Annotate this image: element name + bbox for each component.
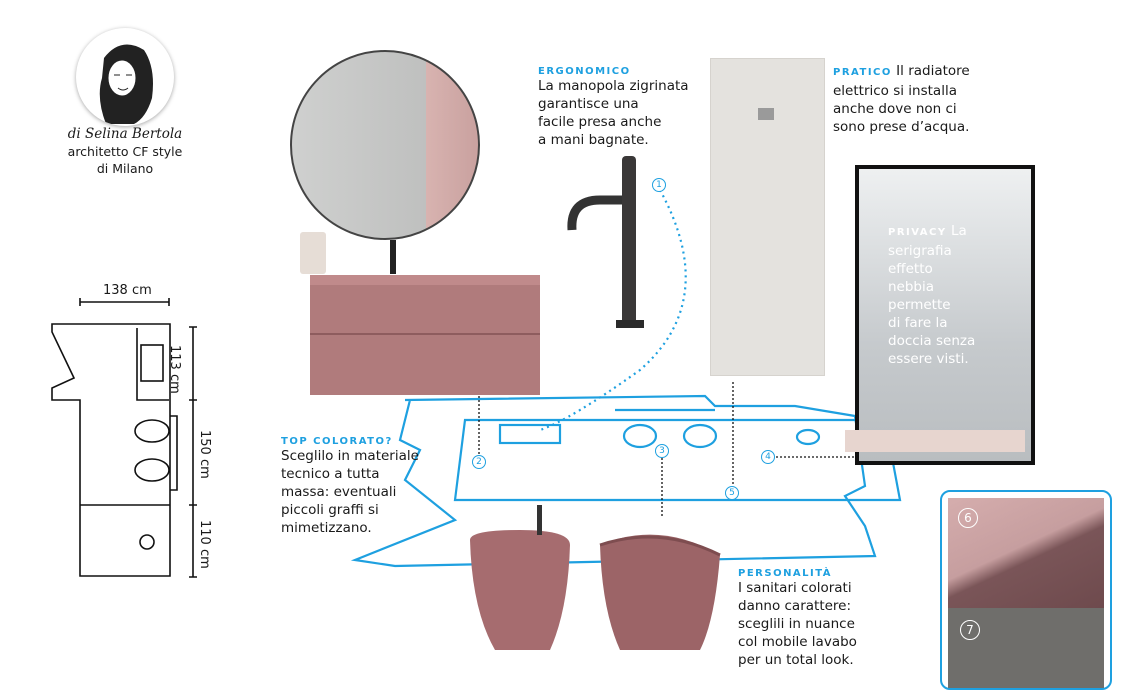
radiator-control-icon bbox=[758, 108, 774, 120]
note-line: effetto bbox=[888, 261, 933, 277]
note-line: danno carattere: bbox=[738, 598, 852, 614]
swatch-number: 6 bbox=[958, 508, 978, 528]
note-line: I sanitari colorati bbox=[738, 580, 852, 596]
note-line: permette bbox=[888, 297, 951, 313]
note-kicker: TOP COLORATO? bbox=[281, 436, 393, 447]
note-privacy: PRIVACY La serigrafia effetto nebbia per… bbox=[888, 222, 975, 368]
swatch-stone: 7 bbox=[948, 608, 1104, 688]
vase bbox=[300, 232, 326, 274]
note-personalita: PERSONALITÀ I sanitari colorati danno ca… bbox=[738, 568, 857, 669]
marker-5: 5 bbox=[725, 486, 739, 500]
note-line: doccia senza bbox=[888, 333, 976, 349]
bidet-and-wc bbox=[470, 505, 721, 650]
note-kicker: PRATICO bbox=[833, 67, 892, 78]
note-line: nebbia bbox=[888, 279, 935, 295]
note-kicker: PERSONALITÀ bbox=[738, 568, 833, 579]
note-line: massa: eventuali bbox=[281, 484, 397, 500]
round-mirror bbox=[290, 50, 480, 240]
author-name: di Selina Bertola bbox=[67, 126, 183, 142]
author-caption: di Selina Bertola architetto CF style di… bbox=[35, 126, 215, 177]
electric-radiator bbox=[710, 58, 825, 376]
note-pratico: PRATICO Il radiatore elettrico si instal… bbox=[833, 62, 970, 136]
vanity-faucet bbox=[390, 240, 396, 274]
vanity-unit bbox=[310, 275, 540, 395]
note-line: a mani bagnate. bbox=[538, 132, 649, 148]
marker-3: 3 bbox=[655, 444, 669, 458]
note-line: garantisce una bbox=[538, 96, 639, 112]
note-line: facile presa anche bbox=[538, 114, 662, 130]
author-city: di Milano bbox=[96, 161, 154, 176]
note-line: di fare la bbox=[888, 315, 948, 331]
swatch-pink: 6 bbox=[948, 498, 1104, 608]
swatch-box: 6 7 bbox=[940, 490, 1112, 690]
portrait-sketch-icon bbox=[99, 44, 153, 124]
floorplan-width-label: 138 cm bbox=[103, 283, 152, 298]
shower-screen bbox=[855, 165, 1035, 465]
note-line: piccoli graffi si bbox=[281, 502, 379, 518]
note-line: La manopola zigrinata bbox=[538, 78, 689, 94]
marker-2: 2 bbox=[472, 455, 486, 469]
note-line: elettrico si installa bbox=[833, 83, 957, 99]
note-line: per un total look. bbox=[738, 652, 854, 668]
note-ergonomico: ERGONOMICO La manopola zigrinata garanti… bbox=[538, 66, 689, 149]
floorplan bbox=[51, 298, 197, 578]
note-line: tecnico a tutta bbox=[281, 466, 380, 482]
note-line: serigrafia bbox=[888, 243, 952, 259]
note-line: La bbox=[950, 223, 967, 239]
marker-1: 1 bbox=[652, 178, 666, 192]
note-kicker: ERGONOMICO bbox=[538, 66, 631, 77]
note-line: sono prese d’acqua. bbox=[833, 119, 970, 135]
note-line: essere visti. bbox=[888, 351, 969, 367]
shower-tray bbox=[845, 430, 1025, 452]
note-line: col mobile lavabo bbox=[738, 634, 857, 650]
note-line: Il radiatore bbox=[896, 63, 970, 79]
note-line: anche dove non ci bbox=[833, 101, 957, 117]
basin-tap bbox=[567, 156, 644, 328]
note-line: Sceglilo in materiale bbox=[281, 448, 419, 464]
note-kicker: PRIVACY bbox=[888, 227, 947, 238]
swatch-number: 7 bbox=[960, 620, 980, 640]
author-role: architetto CF style bbox=[67, 144, 183, 159]
note-line: mimetizzano. bbox=[281, 520, 372, 536]
note-line: sceglili in nuance bbox=[738, 616, 855, 632]
note-top-colorato: TOP COLORATO? Sceglilo in materiale tecn… bbox=[281, 436, 419, 537]
marker-4: 4 bbox=[761, 450, 775, 464]
author-portrait bbox=[76, 28, 174, 126]
